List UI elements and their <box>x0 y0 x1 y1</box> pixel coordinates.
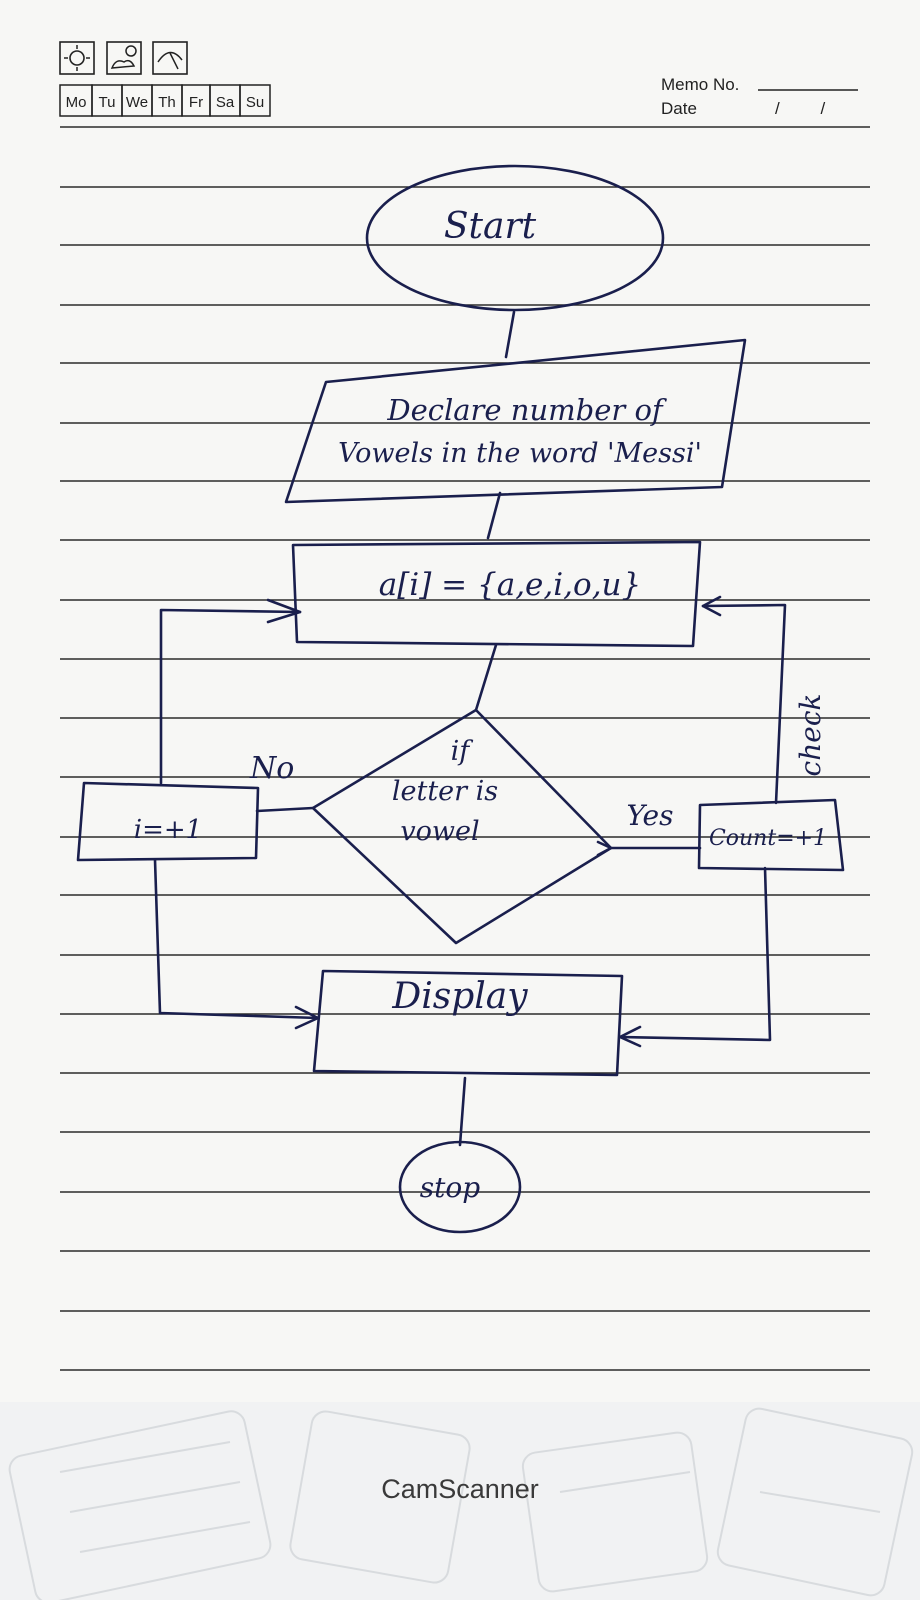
loop-no-arrowhead <box>266 598 302 624</box>
day-label-mo: Mo <box>66 94 87 111</box>
declare-label-line2: Vowels in the word 'Messi' <box>338 438 702 469</box>
watermark-pattern <box>8 1407 914 1600</box>
display-process-box <box>312 969 624 1077</box>
decision-label-line2: letter is <box>392 776 498 807</box>
scanner-watermark-footer: CamScanner <box>0 1402 920 1600</box>
connector-declare-array <box>486 491 502 540</box>
stop-label: stop <box>420 1171 480 1204</box>
decision-label-line1: if <box>451 736 474 767</box>
declare-label-line1: Declare number of <box>386 393 668 427</box>
notebook-page: Mo Tu We Th Fr Sa Su Memo No. Date / / Start D… <box>59 41 870 1371</box>
sun-cloud-icon <box>106 41 142 75</box>
ruled-lines <box>60 126 870 1371</box>
day-label-fr: Fr <box>189 94 203 111</box>
day-label-su: Su <box>246 94 264 111</box>
loop-yes-to-array <box>701 603 787 805</box>
yes-arrowhead <box>596 840 613 857</box>
day-label-tu: Tu <box>99 94 116 111</box>
day-label-th: Th <box>158 94 176 111</box>
sun-icon <box>59 41 95 75</box>
no-label: No <box>249 751 294 786</box>
declare-io-box <box>284 338 747 504</box>
memo-label: Memo No. <box>661 75 739 94</box>
no-increment-box <box>76 781 260 862</box>
connector-yes-display <box>618 866 772 1042</box>
day-label-we: We <box>126 94 148 111</box>
decision-label-line3: vowel <box>400 816 479 847</box>
yes-count-box <box>697 798 845 872</box>
date-value: / / <box>775 99 843 118</box>
vowel-decision <box>311 708 613 945</box>
loop-no-to-array <box>159 608 302 785</box>
date-label: Date <box>661 99 697 118</box>
display-label: Display <box>391 976 528 1017</box>
check-label: check <box>794 694 827 777</box>
connector-no-display <box>153 858 320 1020</box>
stop-terminal <box>398 1140 522 1234</box>
no-box-label: i=+1 <box>134 815 202 845</box>
weather-icons <box>59 41 188 75</box>
umbrella-icon <box>152 41 188 75</box>
connector-start-declare <box>504 310 516 359</box>
day-label-sa: Sa <box>216 94 235 111</box>
array-label: a[i] = {a,e,i,o,u} <box>379 567 642 603</box>
flowchart-sheet: Mo Tu We Th Fr Sa Su Memo No. Date / / Start D… <box>59 41 870 1371</box>
connector-display-stop <box>458 1076 467 1147</box>
start-label: Start <box>444 206 537 247</box>
yes-label: Yes <box>627 799 674 832</box>
connector-array-decision <box>474 643 498 712</box>
start-terminal <box>365 164 665 312</box>
day-box-su <box>239 84 271 117</box>
yes-box-label: Count=+1 <box>709 826 827 851</box>
day-selector: Mo Tu We Th Fr Sa Su <box>59 84 271 117</box>
connector-no-branch <box>255 806 315 813</box>
loop-yes-arrowhead <box>701 595 722 617</box>
footer-label: CamScanner <box>381 1474 539 1504</box>
